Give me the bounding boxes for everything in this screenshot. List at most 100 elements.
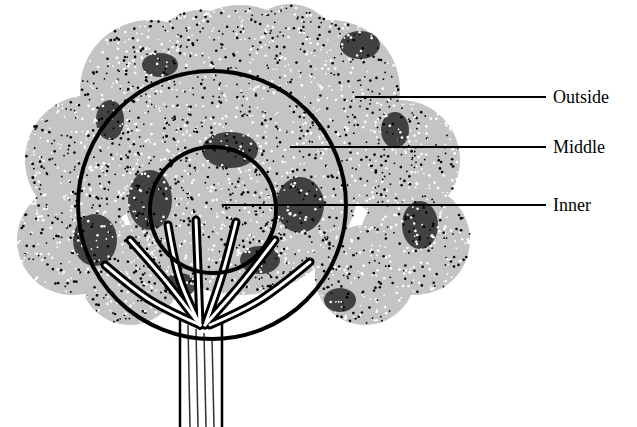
stipple-dot <box>401 107 403 109</box>
stipple-dot <box>306 14 309 17</box>
stipple-dot <box>421 224 423 226</box>
stipple-dot <box>334 67 337 70</box>
stipple-dot <box>131 230 133 232</box>
stipple-dot <box>176 40 179 43</box>
stipple-dot <box>177 148 179 150</box>
stipple-dot <box>416 207 419 210</box>
stipple-dot <box>184 91 186 93</box>
stipple-dot <box>420 261 423 264</box>
stipple-dot <box>293 27 296 30</box>
stipple-dot <box>63 195 66 198</box>
stipple-dot <box>69 181 71 183</box>
stipple-dot <box>390 267 393 270</box>
stipple-dot <box>63 170 66 173</box>
stipple-dot <box>379 245 381 247</box>
stipple-dot <box>235 33 238 36</box>
stipple-dot <box>340 89 342 91</box>
stipple-dot <box>393 232 395 234</box>
stipple-dot <box>135 173 138 176</box>
stipple-dot <box>198 23 200 25</box>
stipple-dot <box>380 223 383 226</box>
stipple-dot <box>296 143 299 146</box>
stipple-dot <box>297 188 299 190</box>
stipple-dot <box>225 207 228 210</box>
stipple-dot <box>166 61 168 63</box>
stipple-dot <box>132 86 134 88</box>
stipple-dot <box>107 231 109 233</box>
stipple-dot <box>228 15 231 18</box>
stipple-dot <box>70 215 72 217</box>
stipple-dot <box>141 281 144 284</box>
stipple-dot <box>404 278 407 281</box>
stipple-dot <box>142 228 144 230</box>
stipple-dot <box>147 175 150 178</box>
stipple-dot <box>71 131 73 133</box>
stipple-dot <box>206 141 209 144</box>
stipple-dot <box>331 284 333 286</box>
stipple-dot <box>289 81 292 84</box>
stipple-dot <box>361 294 363 296</box>
stipple-dot <box>91 167 93 169</box>
stipple-dot <box>218 84 220 86</box>
stipple-dot <box>331 20 334 23</box>
stipple-dot <box>106 170 109 173</box>
stipple-dot <box>345 271 348 274</box>
stipple-dot <box>324 64 327 67</box>
stipple-dot <box>403 270 405 272</box>
stipple-dot <box>124 41 126 43</box>
stipple-dot <box>125 300 128 303</box>
stipple-dot <box>176 204 178 206</box>
stipple-dot <box>83 215 86 218</box>
stipple-dot <box>133 271 136 274</box>
stipple-dot <box>349 151 352 154</box>
stipple-dot <box>147 105 150 108</box>
stipple-dot <box>152 52 154 54</box>
stipple-dot <box>137 116 140 119</box>
stipple-dot <box>378 262 380 264</box>
stipple-dot <box>325 238 328 241</box>
stipple-dot <box>145 93 147 95</box>
stipple-dot <box>331 62 334 65</box>
stipple-dot <box>301 84 304 87</box>
stipple-dot <box>121 243 124 246</box>
stipple-dot <box>334 131 337 134</box>
stipple-dot <box>180 198 182 200</box>
stipple-dot <box>274 21 276 23</box>
stipple-dot <box>46 204 48 206</box>
stipple-dot <box>97 66 100 69</box>
stipple-dot <box>46 263 49 266</box>
stipple-dot <box>184 169 187 172</box>
stipple-dot <box>103 225 106 228</box>
stipple-dot <box>148 243 151 246</box>
stipple-dot <box>150 287 153 290</box>
stipple-dot <box>360 84 362 86</box>
stipple-dot <box>207 187 209 189</box>
stipple-dot <box>191 52 193 54</box>
stipple-dot <box>133 100 136 103</box>
stipple-dot <box>57 167 59 169</box>
stipple-dot <box>201 96 204 99</box>
stipple-dot <box>272 68 274 70</box>
stipple-dot <box>284 161 286 163</box>
stipple-dot <box>125 154 127 156</box>
stipple-dot <box>249 174 251 176</box>
stipple-dot <box>450 229 453 232</box>
stipple-dot <box>236 254 239 257</box>
stipple-dot <box>331 176 334 179</box>
stipple-dot <box>125 189 127 191</box>
stipple-dot <box>315 175 317 177</box>
stipple-dot <box>161 220 163 222</box>
stipple-dot <box>149 100 151 102</box>
stipple-dot <box>203 234 205 236</box>
stipple-dot <box>290 236 293 239</box>
stipple-dot <box>255 213 258 216</box>
stipple-dot <box>335 269 337 271</box>
stipple-dot <box>359 165 361 167</box>
stipple-dot <box>239 209 241 211</box>
stipple-dot <box>219 82 221 84</box>
stipple-dot <box>158 262 160 264</box>
stipple-dot <box>428 242 431 245</box>
stipple-dot <box>338 81 341 84</box>
stipple-dot <box>236 84 238 86</box>
stipple-dot <box>90 169 93 172</box>
